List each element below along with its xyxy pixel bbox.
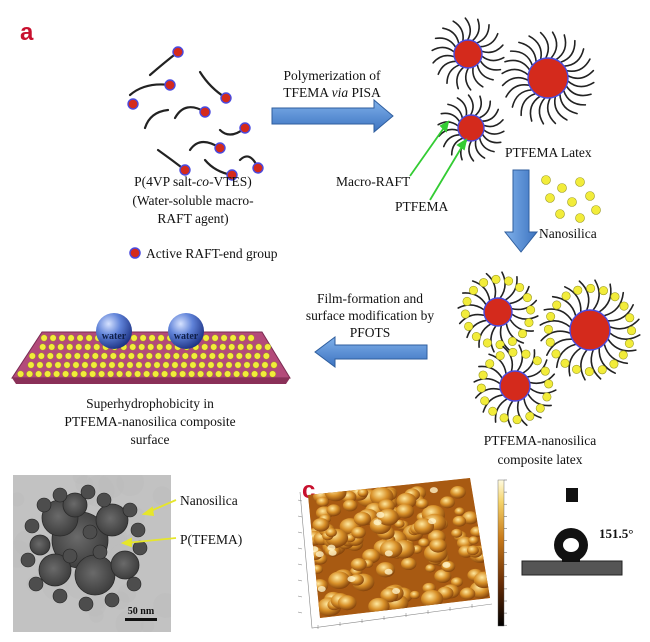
- contact-angle-value: 151.5°: [599, 526, 633, 541]
- step1-label-line1: Polymerization of: [283, 68, 381, 83]
- superhydrophobic-film: water water: [12, 313, 290, 384]
- step3-label-line2: surface modification by: [306, 308, 434, 323]
- tem-scale-bar-label: 50 nm: [128, 606, 155, 617]
- nanosilica-addition-arrow: [505, 170, 537, 252]
- panel-label-a: a: [20, 19, 34, 46]
- surface-caption-line1: Superhydrophobicity in: [86, 396, 214, 411]
- hairy-particle: [502, 32, 594, 124]
- afm-color-scale: [498, 480, 507, 626]
- tem-polymer-label: P(TFEMA): [180, 532, 242, 547]
- hairy-particle: [438, 95, 504, 161]
- nanosilica-step-label: Nanosilica: [539, 226, 597, 241]
- step1-label-line2: TFEMA via PISA: [283, 85, 381, 100]
- composite-latex-particles: [458, 272, 640, 427]
- water-droplet-label-left: water: [102, 331, 127, 342]
- macro-raft-caption: P(4VP salt-co-VTES): [134, 174, 252, 189]
- polymerization-arrow: [272, 100, 393, 132]
- macro-raft-caption-line3: RAFT agent): [157, 211, 228, 226]
- substrate: [522, 561, 622, 575]
- hairy-particle: [458, 272, 538, 352]
- legend-label: Active RAFT-end group: [146, 246, 278, 261]
- ptfema-latex-label: PTFEMA Latex: [505, 145, 592, 160]
- film-formation-arrow: [315, 337, 427, 367]
- ptfema-pointer-label: PTFEMA: [395, 199, 449, 214]
- raft-end-group-legend-dot: [130, 248, 140, 258]
- hairy-particle: [432, 18, 504, 90]
- water-droplet-label-right: water: [174, 331, 199, 342]
- step3-label-line1: Film-formation and: [317, 291, 423, 306]
- syringe-needle: [566, 488, 578, 502]
- surface-caption-line2: PTFEMA-nanosilica composite: [64, 414, 235, 429]
- hairy-particle: [540, 280, 640, 380]
- ptfema-latex-particles: [432, 18, 594, 161]
- tem-nanosilica-label: Nanosilica: [180, 493, 238, 508]
- macro-raft-caption-line2: (Water-soluble macro-: [132, 193, 254, 208]
- green-pointer-arrows: [410, 122, 466, 200]
- free-nanosilica-particles: [542, 176, 601, 223]
- hairy-particle: [474, 345, 556, 427]
- composite-label-line2: composite latex: [497, 452, 582, 467]
- tem-micrograph: 50 nm: [4, 469, 178, 638]
- composite-label-line1: PTFEMA-nanosilica: [484, 433, 597, 448]
- surface-caption-line3: surface: [131, 432, 170, 447]
- step3-label-line3: PFOTS: [350, 325, 391, 340]
- afm-3d-topography: [298, 478, 494, 629]
- tem-scale-bar: [125, 618, 157, 621]
- macro-raft-pointer-label: Macro-RAFT: [336, 174, 411, 189]
- macro-raft-agent-chains: [128, 47, 263, 180]
